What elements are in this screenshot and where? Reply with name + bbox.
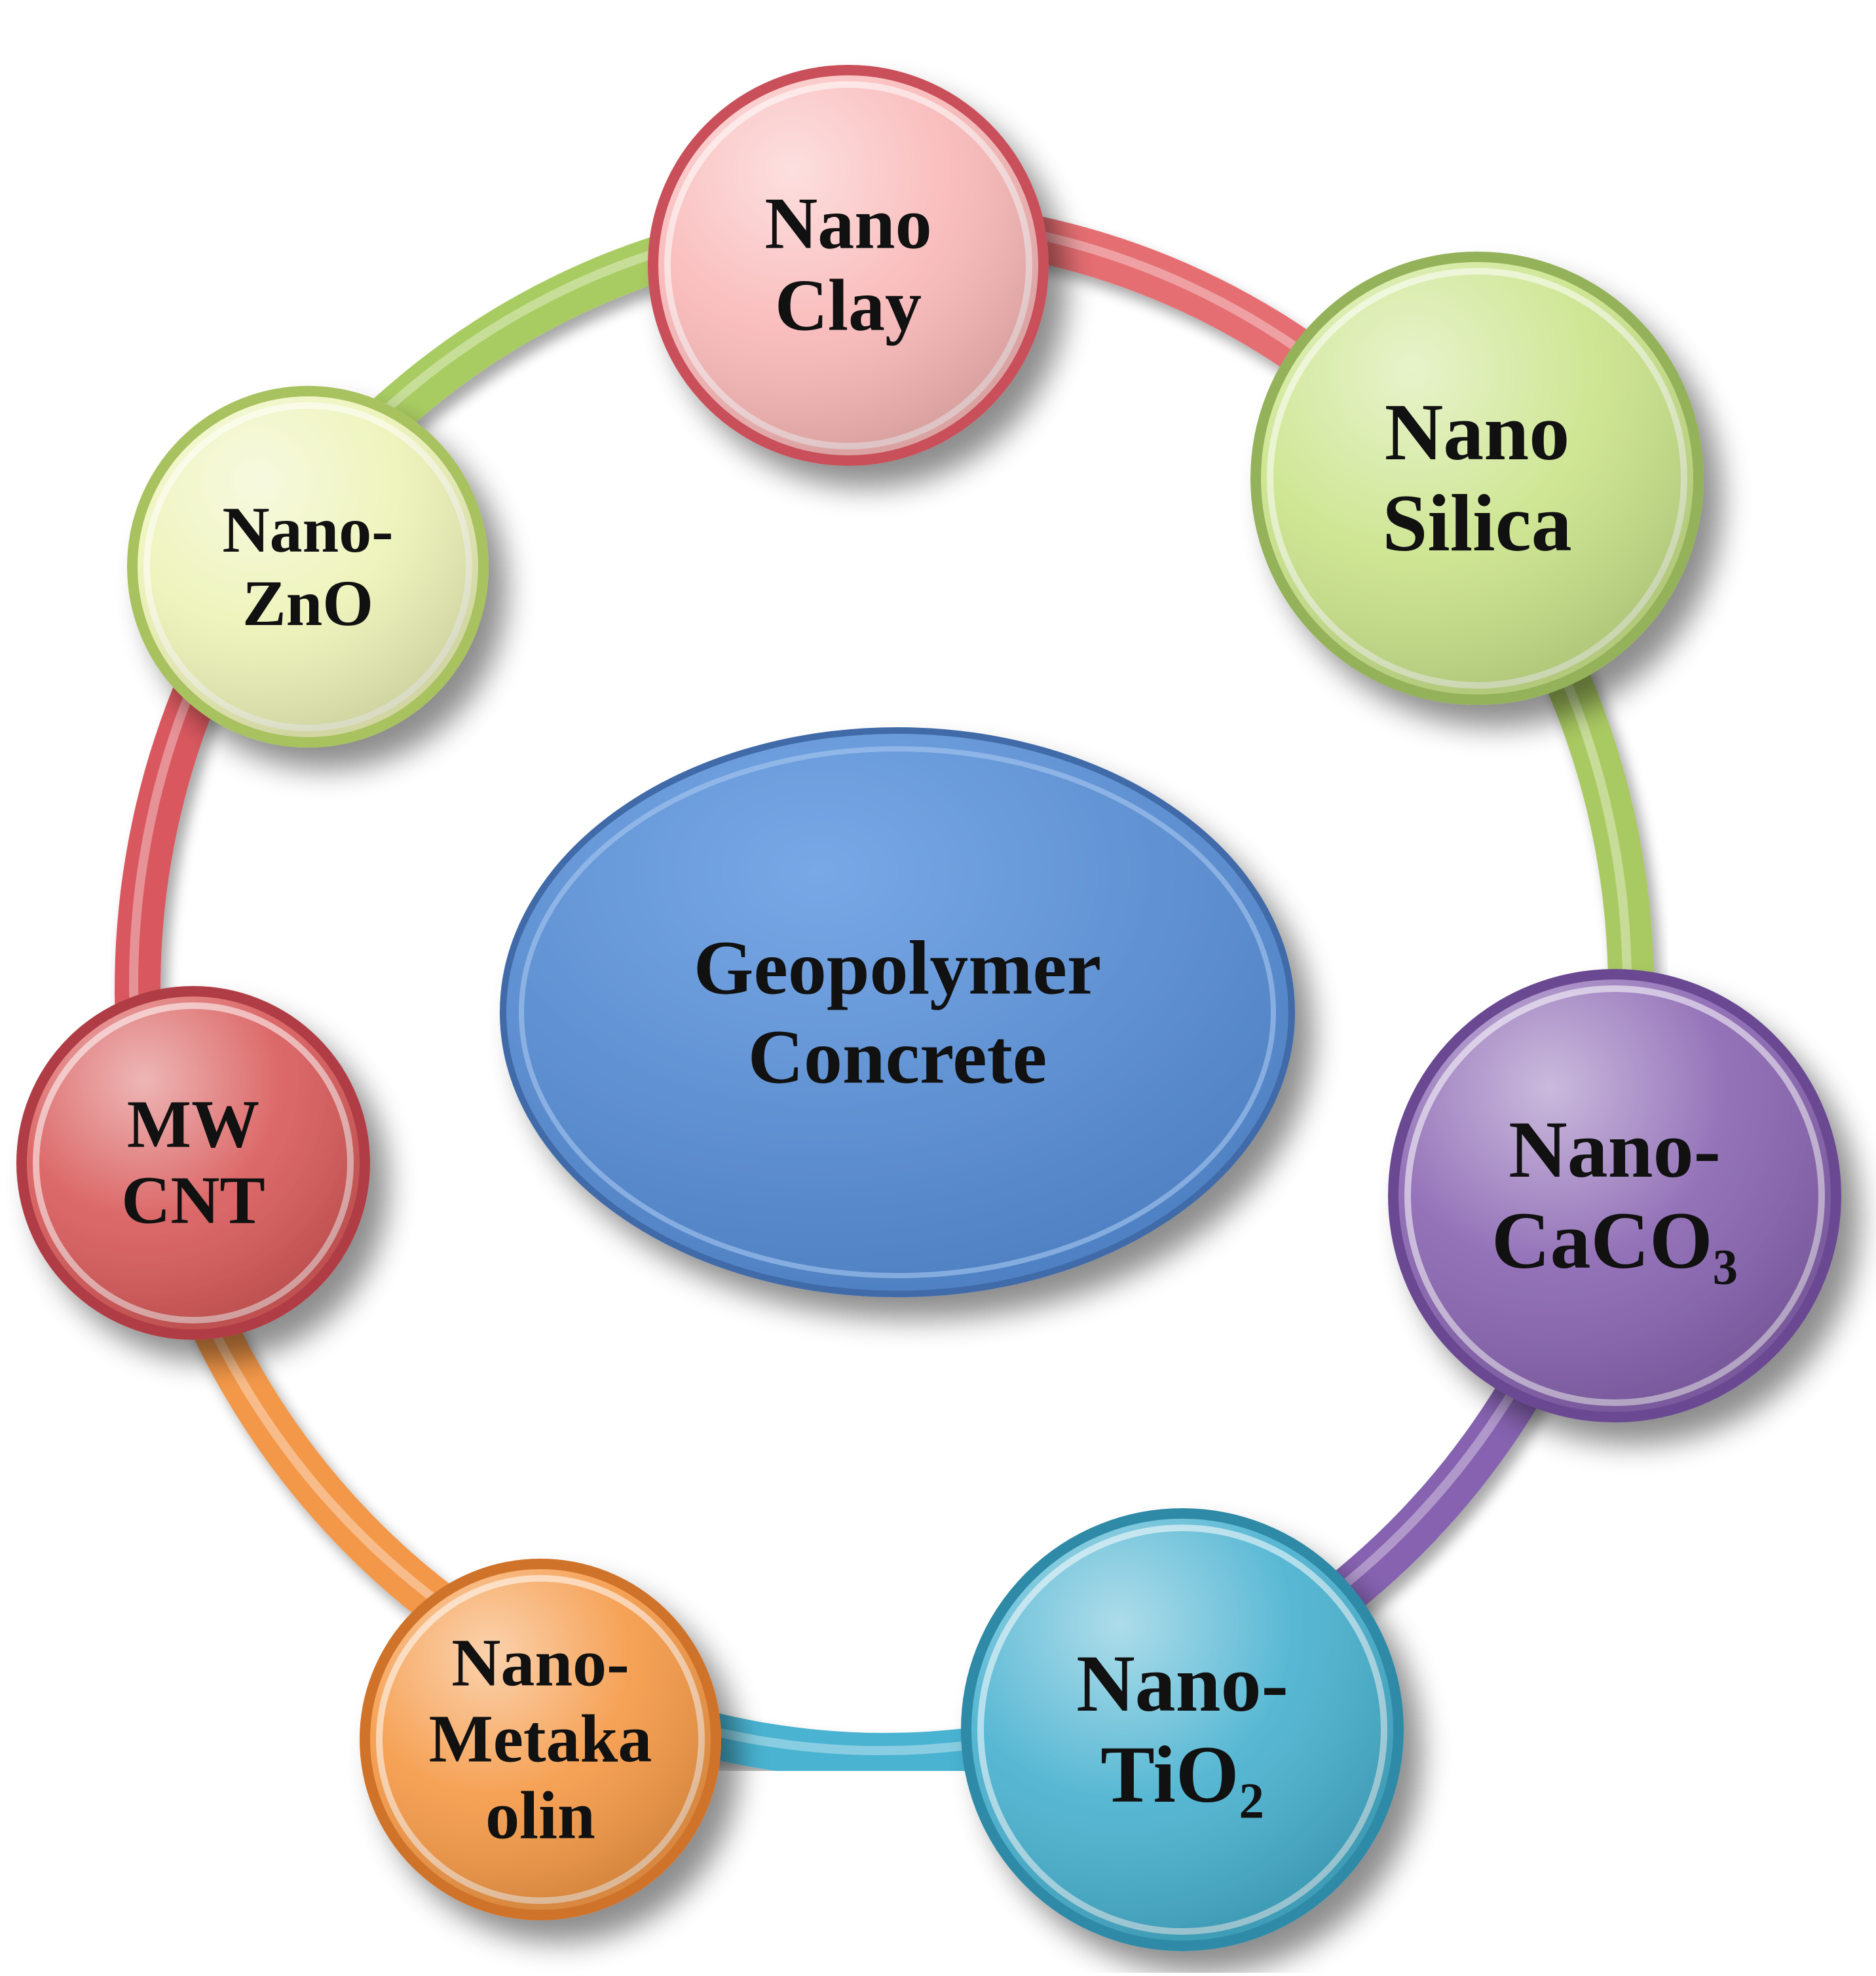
node-label-line: Silica xyxy=(1382,478,1572,568)
node-label-line: CaCO3 xyxy=(1491,1196,1738,1295)
node-label-line: Metaka xyxy=(428,1701,652,1777)
node-label-line: Nano xyxy=(764,183,932,265)
center-label-line-2: Concrete xyxy=(747,1014,1047,1099)
node-circle-mw-cnt xyxy=(16,986,370,1340)
node-label-line: Nano xyxy=(1384,387,1570,478)
node-label-line: Nano- xyxy=(1076,1639,1288,1729)
node-label-line: Nano- xyxy=(451,1625,629,1701)
center-ellipse-group xyxy=(500,727,1295,1297)
node-circle-nano-metakaolin xyxy=(360,1559,721,1920)
node-circle-nano-silica xyxy=(1250,252,1704,705)
node-label-line: Nano- xyxy=(222,493,394,566)
node-circle-nano-clay xyxy=(648,65,1049,466)
node-label-nano-tio2: Nano-TiO2 xyxy=(1076,1639,1288,1829)
center-ellipse xyxy=(500,727,1295,1297)
subscript: 2 xyxy=(1239,1773,1264,1829)
node-circle-nano-zno xyxy=(127,386,489,748)
node-circle-nano-caco3 xyxy=(1388,969,1841,1422)
node-label-nano-caco3: Nano-CaCO3 xyxy=(1491,1105,1738,1295)
node-label-line: MW xyxy=(126,1086,260,1162)
node-label-nano-zno: Nano-ZnO xyxy=(222,493,393,640)
center-label: Geopolymer Concrete xyxy=(694,923,1102,1101)
node-circles xyxy=(16,65,1841,1951)
node-label-line: Nano- xyxy=(1509,1105,1721,1195)
node-circle-nano-tio2 xyxy=(961,1508,1404,1951)
node-label-line: CNT xyxy=(121,1163,265,1238)
subscript: 3 xyxy=(1712,1239,1738,1295)
node-label-line: TiO2 xyxy=(1100,1730,1264,1829)
node-label-line: olin xyxy=(485,1777,595,1853)
node-label-line: Clay xyxy=(774,265,922,347)
node-label-line: ZnO xyxy=(242,567,374,639)
center-label-line-1: Geopolymer xyxy=(693,924,1102,1011)
